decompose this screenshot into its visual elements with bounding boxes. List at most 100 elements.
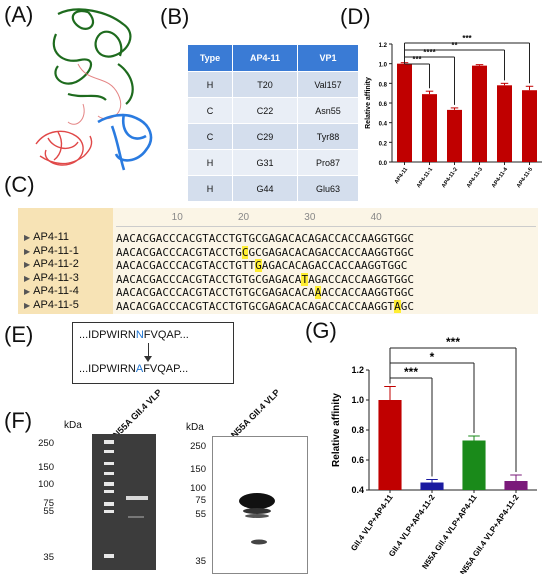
seq-prefix: ...IDPWIRN [79,329,136,341]
panel-label-a: (A) [4,2,34,27]
y-tick-label: 0.6 [379,102,388,108]
bar [397,63,412,162]
y-tick-label: 1.2 [379,43,388,49]
y-axis-label: Relative affinity [331,393,342,467]
seq-suffix: FVQAP... [143,329,189,341]
table-header: Type [188,45,233,72]
gel-marker: 55 [43,506,54,517]
y-tick-label: 1.0 [379,63,388,69]
mutation-highlight: G [255,259,262,272]
panel-label-f: (F) [4,408,33,433]
bar [522,90,537,162]
blot-lane-label: N55A GII.4 VLP [228,387,282,440]
sequence-name-text: AP4-11-1 [33,244,79,257]
arrow-down-icon [144,356,152,362]
table-row: H G44 Glu63 [188,175,359,201]
x-tick-label: GII.4 VLP+AP4-11-2 [387,493,437,559]
gel-marker: 100 [38,479,54,490]
kda-label-gel: kDa [64,420,82,431]
bar [462,440,486,490]
sequence-name-text: AP4-11-3 [33,271,79,284]
y-tick-label: 0.4 [351,485,364,495]
bar [472,65,487,162]
gel-marker: 250 [38,438,54,449]
sequence-name-text: AP4-11-4 [33,285,79,297]
table-cell: H [188,149,233,176]
sequence-name-text: AP4-11-2 [33,258,79,270]
table-cell: Val157 [297,71,359,98]
arrow-line [148,343,149,359]
interaction-table: Type AP4-11 VP1 H T20 Val157 C C22 Asn55… [188,45,359,201]
western-blot-image [212,436,308,574]
table-cell: T20 [232,71,298,98]
gel-marker: 150 [38,462,54,473]
table-row: C C29 Tyr88 [188,123,359,150]
expand-triangle-icon: ▶ [24,273,31,283]
significance-label: *** [412,55,422,64]
expand-triangle-icon: ▶ [24,260,31,269]
mutated-residue: A [135,363,144,375]
mutated-residue: N [135,329,144,341]
bar [447,109,462,162]
panel-label-d: (D) [340,4,371,29]
seq-suffix: FVQAP... [143,363,189,375]
y-tick-label: 0.4 [379,122,388,128]
x-tick-label: AP4-11 [394,167,409,185]
ruler-number: 10 [171,212,183,223]
blot-marker: 35 [195,556,206,567]
panel-label-b: (B) [160,4,190,29]
expand-triangle-icon: ▶ [24,287,31,296]
sequence-row: AACACGACCCACGTACCTGCGCGAGACACAGACCACCAAG… [116,245,415,259]
seq-prefix: ...IDPWIRN [79,363,136,375]
kda-label-blot: kDa [186,422,204,433]
table-cell: Tyr88 [297,123,359,150]
y-tick-label: 0.6 [351,455,364,465]
sequence-names-column: ▶AP4-11▶AP4-11-1▶AP4-11-2▶AP4-11-3▶AP4-1… [18,208,113,314]
blot-marker: 250 [190,441,206,452]
table-cell: G44 [232,175,298,201]
table-cell: G31 [232,149,298,176]
gel-marker: 75 [43,498,54,509]
significance-label: *** [446,335,460,349]
x-tick-label: AP4-11-5 [516,167,534,189]
sequence-name: ▶AP4-11-5 [24,299,79,311]
ruler-number: 30 [304,212,316,223]
x-tick-label: AP4-11-2 [441,167,459,189]
y-tick-label: 1.0 [351,395,364,405]
expand-triangle-icon: ▶ [24,300,31,310]
sequence-name: ▶AP4-11-2 [24,258,79,270]
x-tick-label: AP4-11-4 [491,166,510,189]
table-row: H G31 Pro87 [188,149,359,176]
sequence-name: ▶AP4-11 [24,231,69,243]
sequence-row: AACACGACCCACGTACCTGTGCGAGACACAAACCACCAAG… [116,286,415,299]
bar [420,482,444,490]
blot-marker: 100 [190,483,206,494]
significance-label: ** [451,41,458,50]
sequence-row: AACACGACCCACGTACCTGTGCGAGACACAGACCACCAAG… [116,299,415,313]
y-tick-label: 0.0 [379,161,388,167]
sequence-alignment: ▶AP4-11▶AP4-11-1▶AP4-11-2▶AP4-11-3▶AP4-1… [18,208,538,314]
y-tick-label: 0.8 [351,425,364,435]
significance-label: *** [404,365,418,379]
significance-label: *** [462,34,472,43]
sequence-row: AACACGACCCACGTACCTGTGCGAGACATAGACCACCAAG… [116,272,415,286]
sequence-name: ▶AP4-11-1 [24,245,79,257]
table-cell: C [188,97,233,124]
mutant-sequence: ...IDPWIRNAFVQAP... [79,363,188,375]
table-row: H T20 Val157 [188,71,359,98]
expand-triangle-icon: ▶ [24,233,31,242]
y-tick-label: 0.8 [379,82,388,88]
x-tick-label: AP4-11-1 [416,167,434,189]
blot-marker: 75 [195,495,206,506]
ruler-line [116,226,536,227]
sequence-name: ▶AP4-11-4 [24,285,79,297]
bar [378,400,402,490]
sequence-name-text: AP4-11-5 [33,298,79,311]
bar [422,94,437,162]
x-tick-label: AP4-11-3 [466,167,484,189]
panel-label-c: (C) [4,172,35,197]
table-cell: Asn55 [297,97,359,124]
bar [504,481,528,490]
